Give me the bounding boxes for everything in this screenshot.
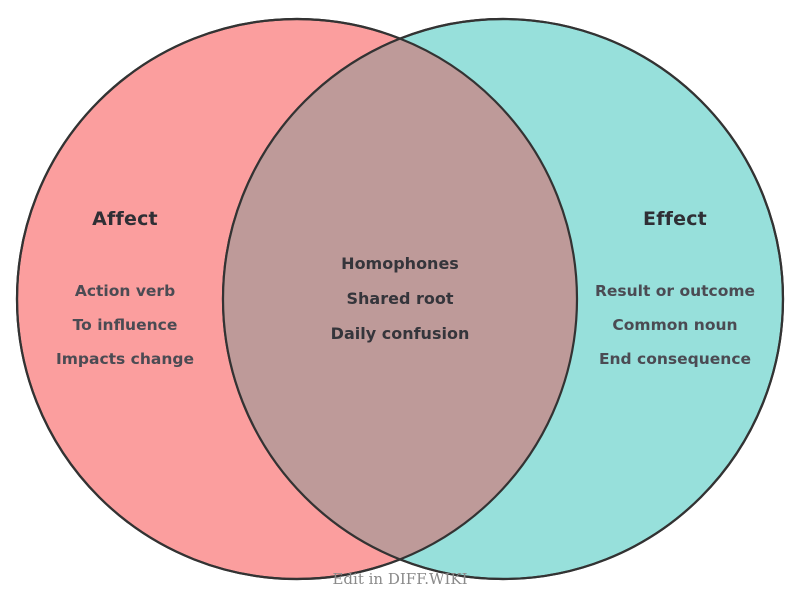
list-item: Result or outcome xyxy=(594,282,756,300)
list-item: Daily confusion xyxy=(330,324,470,343)
list-item: End consequence xyxy=(598,350,752,368)
right-set-circle-outline xyxy=(221,17,785,581)
list-item: Impacts change xyxy=(55,350,195,368)
left-set-labels: Affect Action verb To influence Impacts … xyxy=(35,210,215,376)
list-item: Homophones xyxy=(341,254,459,273)
intersection-item-list: Homophones Shared root Daily confusion xyxy=(300,246,500,351)
left-set-circle-outline xyxy=(15,17,579,581)
right-set-labels: Effect Result or outcome Common noun End… xyxy=(585,210,765,376)
intersection-labels: Homophones Shared root Daily confusion xyxy=(300,246,500,351)
left-set-title: Affect xyxy=(92,208,158,230)
edit-in-diffwiki-link[interactable]: Edit in DIFF.WIKI xyxy=(332,570,468,588)
right-set-item-list: Result or outcome Common noun End conseq… xyxy=(585,274,765,376)
list-item: Common noun xyxy=(612,316,738,334)
list-item: Shared root xyxy=(346,289,454,308)
list-item: To influence xyxy=(72,316,178,334)
intersection-region[interactable] xyxy=(223,19,783,579)
left-set-item-list: Action verb To influence Impacts change xyxy=(35,274,215,376)
list-item: Action verb xyxy=(74,282,176,300)
right-set-title: Effect xyxy=(643,208,707,230)
